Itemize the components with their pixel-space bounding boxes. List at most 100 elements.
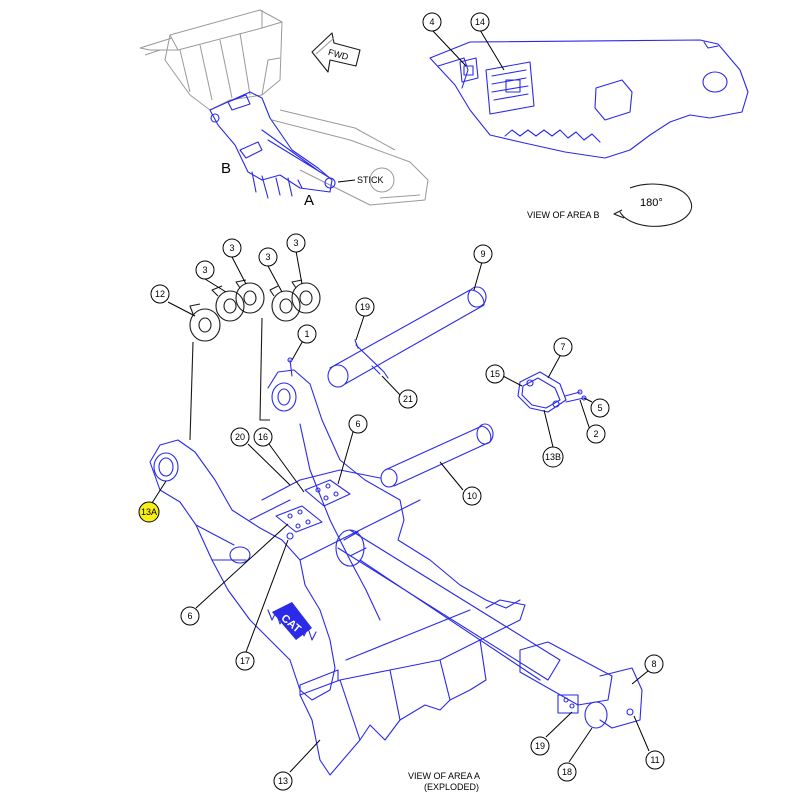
svg-text:3: 3 bbox=[202, 265, 207, 275]
area-a-drawing: CAT VIEW OF AREA A (EXPLODED) bbox=[149, 279, 643, 792]
callout-6[interactable]: 6 bbox=[180, 606, 200, 626]
callout-16[interactable]: 16 bbox=[253, 427, 273, 447]
callout-4[interactable]: 4 bbox=[422, 12, 442, 32]
coupler-frame: CAT bbox=[149, 357, 643, 776]
callout-9[interactable]: 9 bbox=[473, 244, 493, 264]
washer bbox=[235, 282, 265, 314]
svg-text:6: 6 bbox=[187, 611, 192, 621]
bolt-19a bbox=[354, 339, 389, 379]
svg-text:3: 3 bbox=[293, 238, 298, 248]
callout-13a[interactable]: 13A bbox=[138, 501, 160, 523]
overview-bucket bbox=[139, 9, 283, 111]
bolt-17 bbox=[286, 532, 294, 540]
callouts: 4 14 3 3 3 3 12 9 19 1 21 7 15 5 2 13B 2… bbox=[138, 12, 665, 791]
washer bbox=[291, 282, 321, 314]
callout-11[interactable]: 11 bbox=[645, 750, 665, 770]
svg-text:15: 15 bbox=[490, 369, 500, 379]
callout-7[interactable]: 7 bbox=[553, 337, 573, 357]
leader-lines bbox=[151, 29, 650, 773]
plate-14 bbox=[485, 61, 535, 115]
slot-cutout bbox=[594, 79, 633, 121]
fwd-arrow: FWD bbox=[311, 32, 361, 73]
callout-15[interactable]: 15 bbox=[485, 364, 505, 384]
callout-18[interactable]: 18 bbox=[557, 762, 577, 782]
alignment-line bbox=[189, 341, 194, 441]
svg-text:17: 17 bbox=[240, 656, 250, 666]
svg-text:9: 9 bbox=[480, 249, 485, 259]
svg-text:21: 21 bbox=[403, 394, 413, 404]
svg-text:1: 1 bbox=[304, 329, 309, 339]
area-a-caption-line2: (EXPLODED) bbox=[424, 782, 479, 792]
washer-12 bbox=[189, 303, 221, 342]
svg-text:11: 11 bbox=[650, 755, 659, 765]
callout-2[interactable]: 2 bbox=[586, 424, 606, 444]
svg-text:13A: 13A bbox=[141, 507, 157, 517]
svg-text:19: 19 bbox=[535, 741, 545, 751]
callout-3[interactable]: 3 bbox=[258, 247, 278, 267]
callout-3[interactable]: 3 bbox=[286, 233, 306, 253]
callout-1[interactable]: 1 bbox=[297, 324, 317, 344]
washer bbox=[215, 290, 245, 322]
bolt-1 bbox=[289, 359, 293, 377]
pin-10 bbox=[380, 423, 494, 488]
point-a-label: A bbox=[304, 192, 314, 209]
overview-coupler bbox=[209, 91, 336, 199]
side-plate-outline bbox=[429, 39, 749, 159]
overview-drawing: FWD STICK A B bbox=[139, 9, 429, 209]
callout-13[interactable]: 13 bbox=[273, 771, 293, 791]
callout-19[interactable]: 19 bbox=[355, 297, 375, 317]
svg-text:20: 20 bbox=[235, 432, 245, 442]
svg-text:10: 10 bbox=[467, 491, 477, 501]
svg-text:4: 4 bbox=[429, 17, 434, 27]
callout-17[interactable]: 17 bbox=[235, 651, 255, 671]
area-b-drawing: 180° VIEW OF AREA B bbox=[429, 39, 749, 227]
callout-5[interactable]: 5 bbox=[590, 398, 610, 418]
coupler-teeth bbox=[299, 679, 361, 776]
overview-stick bbox=[271, 109, 429, 206]
pin-9 bbox=[327, 286, 487, 388]
area-b-caption: VIEW OF AREA B bbox=[527, 210, 600, 220]
area-a-caption-line1: VIEW OF AREA A bbox=[408, 771, 480, 781]
callout-3[interactable]: 3 bbox=[222, 238, 242, 258]
wear-pad-6b bbox=[275, 505, 323, 533]
svg-text:5: 5 bbox=[597, 403, 602, 413]
svg-text:12: 12 bbox=[155, 289, 165, 299]
callout-13b[interactable]: 13B bbox=[542, 446, 564, 468]
washer bbox=[271, 290, 301, 322]
callout-20[interactable]: 20 bbox=[230, 427, 250, 447]
callout-6[interactable]: 6 bbox=[348, 414, 368, 434]
svg-text:14: 14 bbox=[475, 17, 485, 27]
callout-8[interactable]: 8 bbox=[644, 654, 664, 674]
callout-12[interactable]: 12 bbox=[150, 284, 170, 304]
hydraulic-cylinder bbox=[337, 529, 561, 681]
svg-text:13: 13 bbox=[278, 776, 288, 786]
wear-pad-6a bbox=[304, 479, 351, 507]
retainer-plate bbox=[517, 371, 587, 413]
cat-logo: CAT bbox=[272, 602, 312, 640]
svg-text:7: 7 bbox=[560, 342, 565, 352]
rotation-indicator: 180° bbox=[613, 183, 693, 227]
callout-10[interactable]: 10 bbox=[462, 486, 482, 506]
svg-text:13B: 13B bbox=[545, 452, 561, 462]
svg-text:16: 16 bbox=[258, 432, 268, 442]
callout-21[interactable]: 21 bbox=[398, 389, 418, 409]
svg-text:3: 3 bbox=[229, 243, 234, 253]
callout-3[interactable]: 3 bbox=[195, 260, 215, 280]
callout-14[interactable]: 14 bbox=[470, 12, 490, 32]
svg-text:6: 6 bbox=[355, 419, 360, 429]
svg-text:8: 8 bbox=[651, 659, 656, 669]
decal-4 bbox=[459, 57, 479, 83]
svg-text:3: 3 bbox=[265, 252, 270, 262]
svg-text:2: 2 bbox=[593, 429, 598, 439]
pin-bore-b bbox=[702, 71, 728, 93]
alignment-line bbox=[259, 317, 270, 421]
point-b-label: B bbox=[221, 160, 231, 177]
stick-label: STICK bbox=[357, 175, 384, 185]
washer-3-group bbox=[211, 279, 321, 322]
callout-19[interactable]: 19 bbox=[530, 736, 550, 756]
svg-text:18: 18 bbox=[562, 767, 572, 777]
rotation-label: 180° bbox=[640, 197, 663, 209]
svg-text:19: 19 bbox=[360, 302, 370, 312]
stick-leader bbox=[337, 179, 356, 183]
